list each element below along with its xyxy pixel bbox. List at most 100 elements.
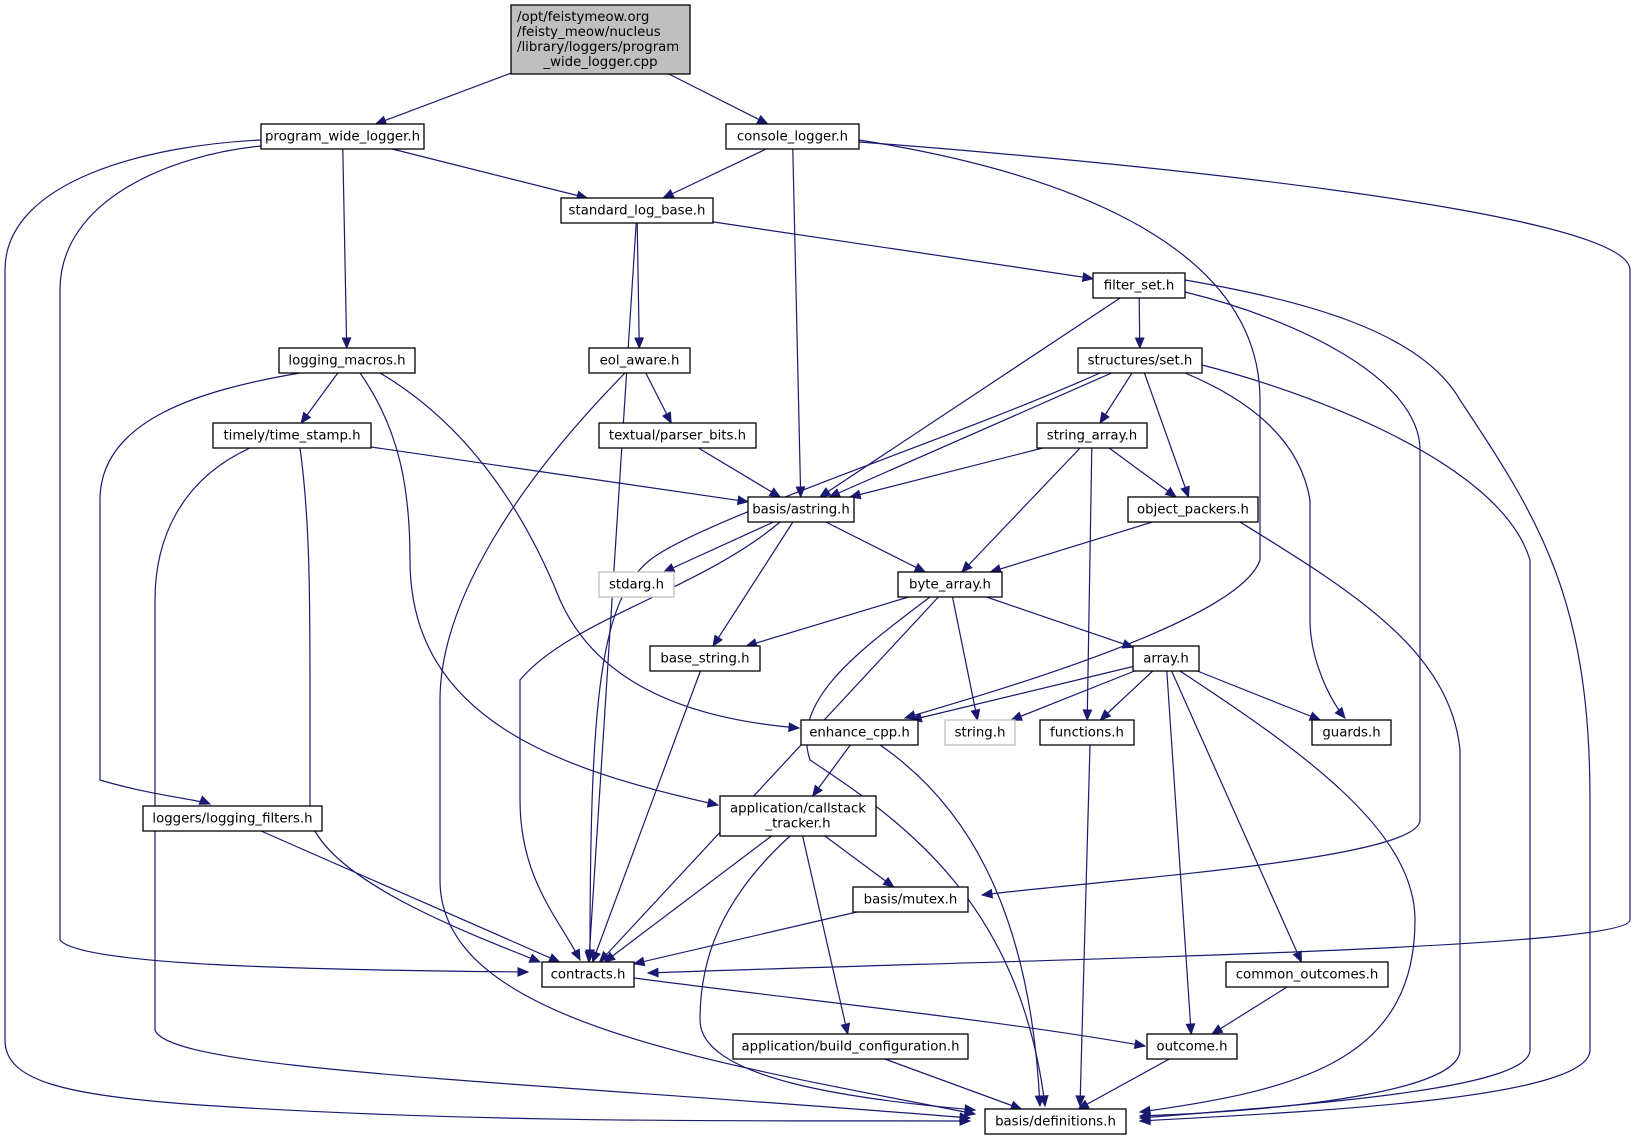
arrowhead-time_stamp-to-definitions [959,1112,972,1123]
node-box[interactable] [212,422,372,449]
node-box[interactable] [725,123,860,150]
node-box[interactable] [541,961,635,988]
node-box[interactable] [944,719,1016,746]
node-box[interactable] [1225,961,1389,988]
node-box[interactable] [747,496,855,523]
arrowhead-filter_set-to-mutex [980,888,994,899]
node-string-array[interactable]: string_array.h [1036,422,1148,449]
node-console-logger[interactable]: console_logger.h [725,123,860,150]
node-box[interactable] [1077,347,1203,374]
node-outcome[interactable]: outcome.h [1146,1033,1238,1060]
node-eol-aware[interactable]: eol_aware.h [588,347,691,374]
node-build-configuration[interactable]: application/build_configuration.h [732,1033,969,1060]
node-program-wide-logger[interactable]: program_wide_logger.h [260,123,425,150]
node-box[interactable] [852,886,969,913]
node-box[interactable] [719,795,877,837]
node-mutex[interactable]: basis/mutex.h [852,886,969,913]
arrowhead-structures_set-to-string_array [1099,411,1110,425]
node-label: program_wide_logger.h [265,130,420,145]
include-edge-string_array-to-astring [850,447,1043,498]
include-edge-structures_set-to-astring [829,372,1112,498]
node-array[interactable]: array.h [1132,645,1200,672]
node-label: basis/definitions.h [995,1115,1116,1130]
node-box[interactable] [598,422,757,449]
include-edge-base_string-to-contracts [592,670,701,963]
include-edge-functions-to-definitions [1079,744,1091,1107]
node-box[interactable] [1311,719,1392,746]
include-edge-byte_array-to-definitions [805,596,1046,1107]
arrowhead-mutex-to-contracts [632,956,646,967]
arrowhead-console_logger-to-standard_log_base [662,189,675,199]
node-time-stamp[interactable]: timely/time_stamp.h [212,422,372,449]
arrowhead-eol_aware-to-parser_bits [662,411,672,425]
node-contracts[interactable]: contracts.h [541,961,635,988]
node-guards[interactable]: guards.h [1311,719,1392,746]
node-object-packers[interactable]: object_packers.h [1127,496,1259,523]
arrowhead-filter_set-to-astring [818,487,832,498]
node-box[interactable] [732,1033,969,1060]
node-logging-macros[interactable]: logging_macros.h [278,347,416,374]
node-box[interactable] [984,1108,1127,1135]
node-box[interactable] [897,571,1003,598]
include-edge-astring-to-base_string [712,521,794,647]
include-edge-astring-to-byte_array [825,521,926,573]
node-box[interactable] [800,719,919,746]
arrowhead-functions-to-definitions [1075,1095,1086,1108]
arrowhead-console_logger-to-contracts [646,967,659,978]
arrowhead-astring-to-contracts [570,948,581,962]
node-definitions[interactable]: basis/definitions.h [984,1108,1127,1135]
node-structures-set[interactable]: structures/set.h [1077,347,1203,374]
node-common-outcomes[interactable]: common_outcomes.h [1225,961,1389,988]
node-base-string[interactable]: base_string.h [649,645,761,672]
node-string-h[interactable]: string.h [944,719,1016,746]
arrowhead-array-to-definitions [1138,1105,1152,1116]
arrowhead-callstack_tracker-to-definitions [964,1104,977,1115]
node-label: stdarg.h [609,578,664,593]
include-edge-program_wide_logger-to-standard_log_base [392,148,588,199]
node-filter-set[interactable]: filter_set.h [1092,272,1186,299]
node-box[interactable] [260,123,425,150]
node-box[interactable] [598,571,675,598]
arrowhead-common_outcomes-to-outcome [1210,1024,1224,1035]
arrowhead-string_array-to-byte_array [961,560,973,573]
include-edge-string_array-to-functions [1086,447,1093,721]
node-logging-filters[interactable]: loggers/logging_filters.h [142,805,323,832]
node-box[interactable] [510,4,691,75]
include-edge-callstack_tracker-to-mutex [824,835,895,888]
arrowhead-root-to-console_logger [756,114,769,125]
node-box[interactable] [588,347,691,374]
include-edge-structures_set-to-contracts [589,372,1101,961]
node-callstack-tracker[interactable]: application/callstack_tracker.h [719,795,877,837]
node-box[interactable] [1092,272,1186,299]
node-box[interactable] [1146,1033,1238,1060]
include-edge-array-to-outcome [1166,670,1192,1035]
node-box[interactable] [1036,422,1148,449]
node-box[interactable] [1127,496,1259,523]
node-enhance-cpp[interactable]: enhance_cpp.h [800,719,919,746]
node-standard-log-base[interactable]: standard_log_base.h [560,197,714,224]
arrowhead-astring-to-base_string [712,634,723,648]
node-label: eol_aware.h [600,354,680,369]
node-box[interactable] [278,347,416,374]
node-functions[interactable]: functions.h [1039,719,1135,746]
node-stdarg[interactable]: stdarg.h [598,571,675,598]
node-label: functions.h [1050,726,1124,741]
node-root[interactable]: /opt/feistymeow.org/feisty_meow/nucleus/… [510,4,691,75]
node-box[interactable] [1132,645,1200,672]
node-box[interactable] [560,197,714,224]
node-astring[interactable]: basis/astring.h [747,496,855,523]
node-parser-bits[interactable]: textual/parser_bits.h [598,422,757,449]
arrowhead-string_array-to-functions [1082,709,1093,722]
include-edge-logging_macros-to-enhance_cpp [379,372,800,729]
node-label: application/callstack [730,802,866,817]
arrowhead-program_wide_logger-to-logging_macros [341,337,352,350]
node-box[interactable] [1039,719,1135,746]
arrowhead-array-to-functions [1099,709,1112,721]
node-label: application/build_configuration.h [741,1040,959,1055]
arrowhead-enhance_cpp-to-definitions [1034,1095,1045,1108]
node-byte-array[interactable]: byte_array.h [897,571,1003,598]
arrowhead-astring-to-stdarg [662,563,676,573]
node-box[interactable] [649,645,761,672]
node-label: loggers/logging_filters.h [152,812,312,827]
node-box[interactable] [142,805,323,832]
